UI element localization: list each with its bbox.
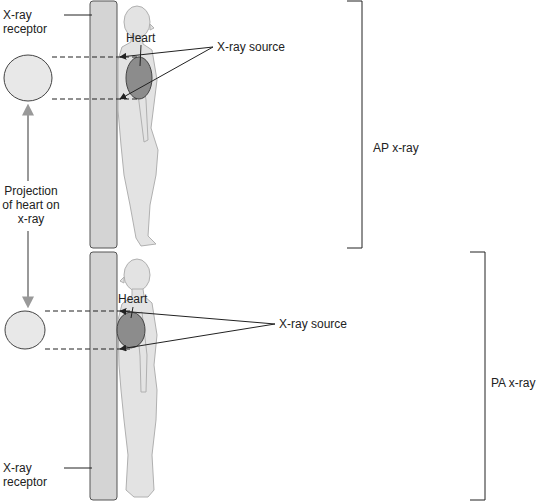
heart-projection xyxy=(5,311,45,349)
heart xyxy=(126,57,152,99)
receptor-plate xyxy=(90,1,117,248)
person-silhouette xyxy=(118,259,157,497)
label: AP x-ray xyxy=(373,141,453,155)
receptor-plate xyxy=(90,252,117,500)
bracket xyxy=(347,1,362,248)
label: X-ray receptor xyxy=(3,8,63,36)
label: Heart xyxy=(126,31,166,45)
label: Projection of heart on x-ray xyxy=(0,184,62,226)
heart-projection xyxy=(4,55,52,101)
label: X-ray receptor xyxy=(3,461,63,489)
label: X-ray source xyxy=(217,40,307,54)
label: X-ray source xyxy=(279,317,369,331)
bracket xyxy=(470,252,485,500)
leader-line xyxy=(64,15,141,468)
label: Heart xyxy=(118,292,158,306)
label: PA x-ray xyxy=(491,376,551,390)
